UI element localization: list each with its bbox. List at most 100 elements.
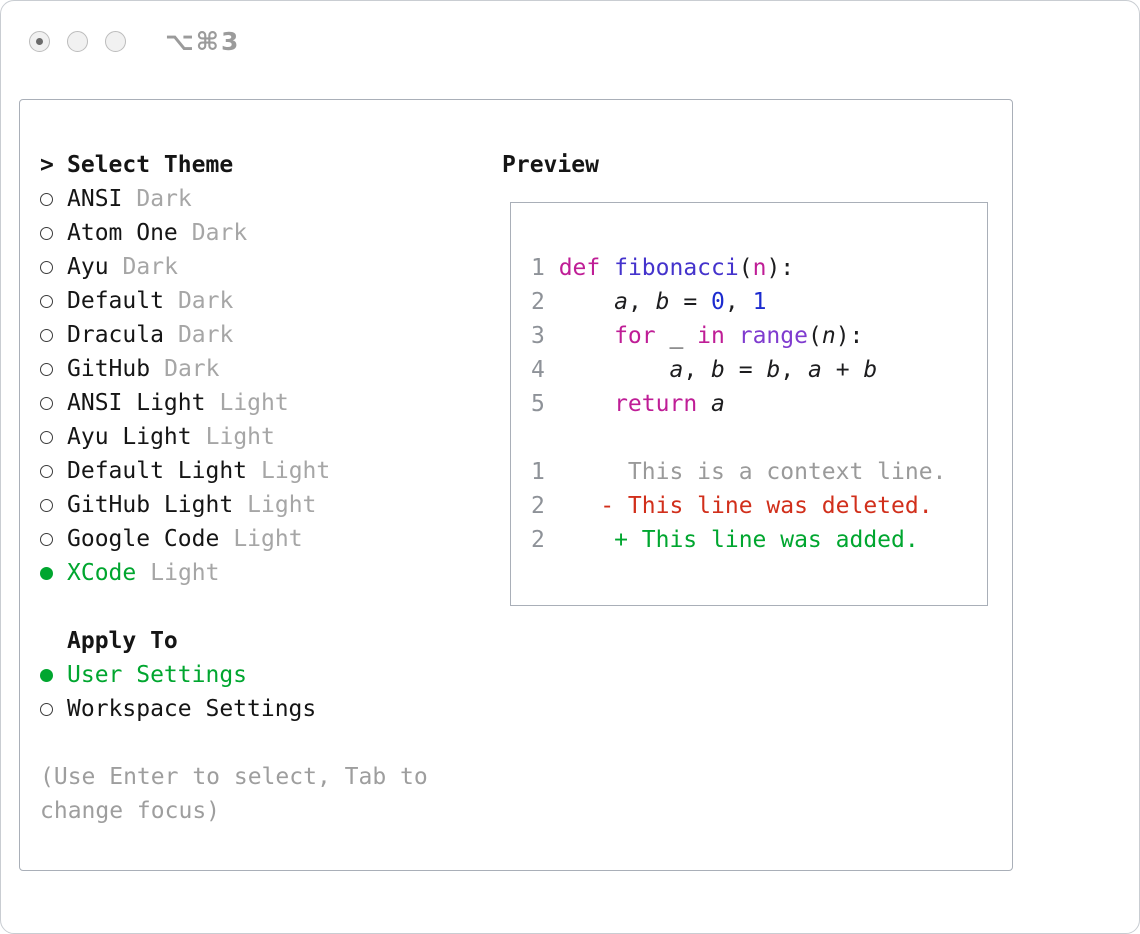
theme-option-label: Ayu [67, 254, 109, 280]
code-token: 1 [752, 289, 767, 315]
window-shortcut-label: ⌥⌘3 [165, 27, 241, 56]
code-token: This is a context line. [558, 459, 947, 485]
theme-option-default-light[interactable]: Default Light Light [40, 454, 460, 488]
theme-variant-label: Dark [164, 356, 220, 382]
theme-option-ayu[interactable]: Ayu Dark [40, 250, 460, 284]
select-theme-title-row: > Select Theme [40, 148, 460, 182]
apply-option-workspace-settings[interactable]: Workspace Settings [40, 692, 460, 726]
code-token: _ [655, 323, 698, 349]
code-token: ): [766, 255, 795, 281]
theme-option-github[interactable]: GitHub Dark [40, 352, 460, 386]
apply-option-user-settings[interactable]: User Settings [40, 658, 460, 692]
apply-option-label: Workspace Settings [67, 696, 317, 722]
line-number: 2 [531, 493, 545, 519]
code-token: range [738, 323, 808, 349]
code-token: + This line was added. [558, 527, 919, 553]
code-token [600, 255, 614, 281]
code-token [725, 323, 739, 349]
code-token: a [669, 357, 684, 383]
theme-option-label: Atom One [67, 220, 178, 246]
code-token: b [766, 357, 781, 383]
code-token: - This line was deleted. [558, 493, 933, 519]
radio-unselected-icon [40, 362, 53, 376]
help-text: (Use Enter to select, Tab to change focu… [40, 764, 428, 824]
radio-unselected-icon [40, 498, 53, 512]
code-blank-line [531, 421, 987, 455]
radio-unselected-icon [40, 328, 53, 342]
line-number: 5 [531, 391, 545, 417]
code-token: ( [807, 323, 822, 349]
theme-variant-label: Dark [136, 186, 192, 212]
line-number: 1 [531, 459, 545, 485]
line-number: 2 [531, 527, 545, 553]
code-token: ( [738, 255, 753, 281]
radio-selected-icon [40, 566, 53, 580]
line-number: 2 [531, 289, 545, 315]
code-token: b [863, 357, 878, 383]
radio-unselected-icon [40, 294, 53, 308]
theme-option-label: GitHub Light [67, 492, 234, 518]
apply-option-label: User Settings [67, 662, 248, 688]
code-line: 4 a, b = b, a + b [531, 353, 987, 387]
radio-unselected-icon [40, 430, 53, 444]
select-theme-title: Select Theme [67, 152, 234, 178]
code-token: def [558, 255, 601, 281]
radio-unselected-icon [40, 396, 53, 410]
code-token: fibonacci [614, 255, 739, 281]
code-token: 0 [711, 289, 725, 315]
theme-variant-label: Dark [122, 254, 178, 280]
theme-variant-label: Dark [177, 322, 234, 348]
code-token: in [697, 323, 725, 349]
code-token [559, 391, 614, 417]
code-token: , [683, 357, 712, 383]
code-line: 2 + This line was added. [531, 523, 987, 557]
code-token [559, 289, 614, 315]
theme-variant-label: Dark [177, 288, 234, 314]
radio-selected-icon [40, 668, 53, 682]
code-token: n [752, 255, 767, 281]
radio-unselected-icon [40, 226, 53, 240]
code-token: a [711, 391, 725, 417]
theme-option-label: GitHub [67, 356, 151, 382]
theme-variant-label: Light [261, 458, 331, 484]
code-token: b [711, 357, 725, 383]
code-token [559, 357, 670, 383]
code-token: , [627, 289, 656, 315]
code-line: 2 a, b = 0, 1 [531, 285, 987, 319]
theme-option-label: XCode [67, 560, 137, 586]
code-token: a [614, 289, 628, 315]
window-control-2-icon[interactable] [67, 31, 88, 52]
theme-variant-label: Light [247, 492, 317, 518]
code-line: 5 return a [531, 387, 987, 421]
apply-to-title: Apply To [67, 628, 178, 654]
code-token: , [780, 357, 808, 383]
code-line: 1 This is a context line. [531, 455, 987, 489]
window-control-3-icon[interactable] [105, 31, 126, 52]
line-number: 3 [531, 323, 545, 349]
code-token: b [655, 289, 670, 315]
window-control-active-icon[interactable] [29, 31, 50, 52]
line-number: 1 [531, 255, 545, 281]
theme-option-label: Ayu Light [67, 424, 192, 450]
theme-option-github-light[interactable]: GitHub Light Light [40, 488, 460, 522]
preview-title: Preview [502, 152, 599, 178]
theme-option-label: Default Light [67, 458, 248, 484]
code-token: for [614, 323, 656, 349]
titlebar: ⌥⌘3 [29, 27, 240, 56]
code-token: + [821, 357, 864, 383]
cursor-prefix: > [40, 152, 54, 178]
